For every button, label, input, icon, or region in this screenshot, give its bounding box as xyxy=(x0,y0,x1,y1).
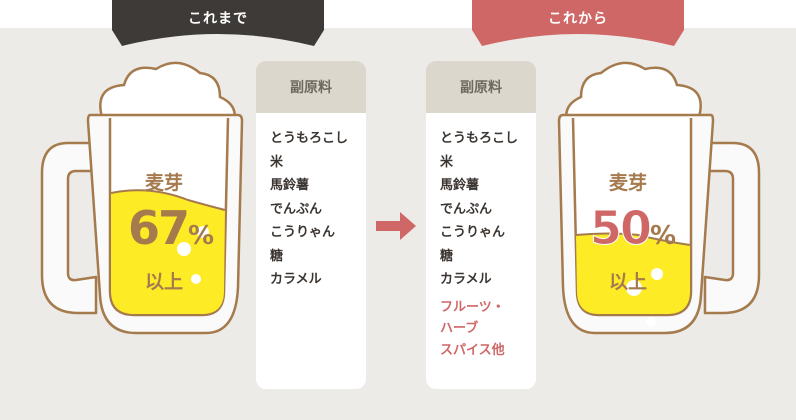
ingredients-card-before: 副原料 とうもろこし 米 馬鈴薯 でんぷん こうりゃん 糖 カラメル xyxy=(256,61,366,389)
ingredient-item: とうもろこし xyxy=(270,131,349,146)
above-label: 以上 xyxy=(608,271,647,293)
ingredient-item: 米 xyxy=(440,154,454,170)
ingredient-item: 糖 xyxy=(440,248,454,264)
malt-percentage: 67% xyxy=(126,201,216,255)
ingredient-item: 馬鈴薯 xyxy=(440,178,480,193)
arrow-right-icon xyxy=(376,212,416,240)
percent-sign: % xyxy=(187,221,215,251)
beer-mug-icon xyxy=(40,61,244,335)
ingredient-item: でんぷん xyxy=(270,201,323,217)
beer-mug-before: 麦芽 67% 以上 xyxy=(38,55,253,395)
banner-before: これまで xyxy=(112,0,324,46)
ingredient-item: 米 xyxy=(270,154,284,170)
new-ingredient-item: スパイス他 xyxy=(440,342,505,358)
ingredient-item: 糖 xyxy=(270,248,284,264)
ingredient-item: こうりゃん xyxy=(270,225,336,240)
ingredients-card-after: 副原料 とうもろこし 米 馬鈴薯 でんぷん こうりゃん 糖 カラメル フルーツ・… xyxy=(426,61,536,389)
card-title: 副原料 xyxy=(256,61,366,113)
above-label: 以上 xyxy=(144,271,183,293)
ingredient-item: こうりゃん xyxy=(440,225,506,240)
new-ingredient-item: ハーブ xyxy=(440,321,479,336)
banner-after: これから xyxy=(472,0,684,46)
beer-mug-icon xyxy=(557,61,761,335)
percent-value: 67 xyxy=(127,201,190,255)
malt-label: 麦芽 xyxy=(608,172,647,194)
ingredients-list: とうもろこし 米 馬鈴薯 でんぷん こうりゃん 糖 カラメル xyxy=(256,113,366,292)
percent-sign: % xyxy=(649,221,677,251)
beer-mug-after: 麦芽 50% 以上 xyxy=(548,55,763,395)
malt-label: 麦芽 xyxy=(144,172,183,194)
banner-before-label: これまで xyxy=(188,11,248,27)
ingredient-item: カラメル xyxy=(440,272,492,287)
percent-value: 50 xyxy=(589,201,652,256)
banner-after-label: これから xyxy=(548,11,608,27)
ingredient-item: カラメル xyxy=(270,272,322,287)
malt-percentage: 50% xyxy=(588,201,678,256)
ingredients-list: とうもろこし 米 馬鈴薯 でんぷん こうりゃん 糖 カラメル フルーツ・ ハーブ… xyxy=(426,113,536,361)
banner-ribbon-shape xyxy=(472,0,684,46)
card-title: 副原料 xyxy=(426,61,536,113)
banner-ribbon-shape xyxy=(112,0,324,46)
ingredient-item: とうもろこし xyxy=(440,131,519,146)
ingredient-item: でんぷん xyxy=(440,201,493,217)
new-ingredient-item: フルーツ・ xyxy=(440,299,505,315)
ingredient-item: 馬鈴薯 xyxy=(270,178,310,193)
